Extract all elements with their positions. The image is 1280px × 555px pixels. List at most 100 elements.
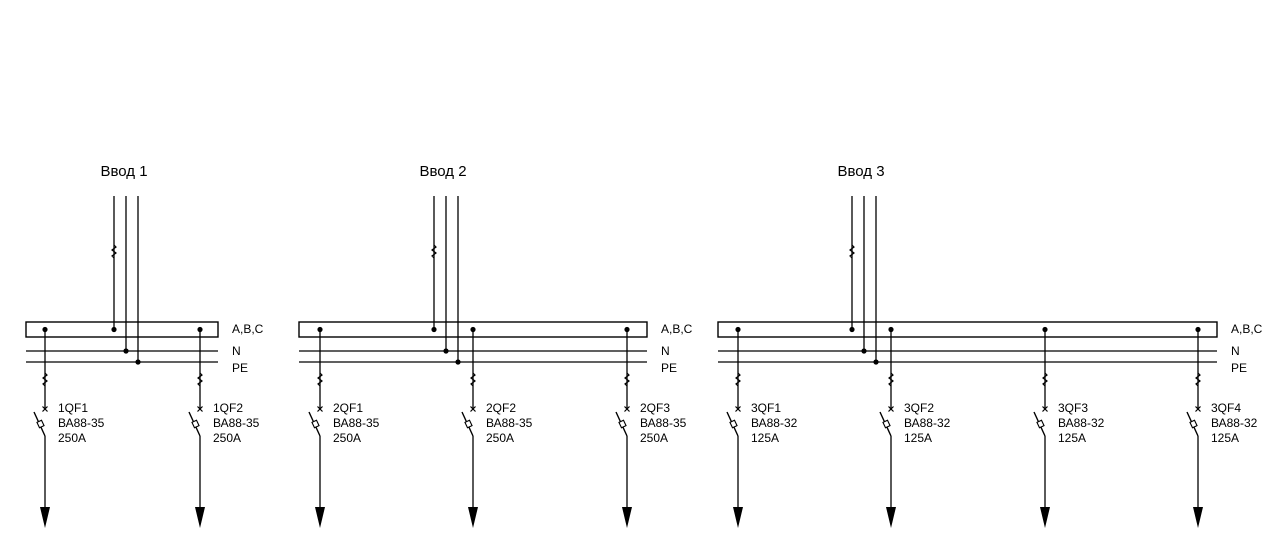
incomer-multiphase-mark xyxy=(431,244,437,259)
feeder-arrow-icon xyxy=(886,507,896,528)
breaker-release-icon xyxy=(1036,419,1045,429)
breaker-rating: 125A xyxy=(1058,431,1086,445)
breaker-contact-mark xyxy=(1042,406,1048,412)
feeder-arrow-icon xyxy=(622,507,632,528)
incomer-pe-connection xyxy=(455,359,461,365)
incomer-phase-connection xyxy=(111,326,117,333)
breaker-release-icon xyxy=(191,419,200,429)
breaker-release-icon xyxy=(36,419,45,429)
feeder-arrow-icon xyxy=(315,507,325,528)
breaker-release-icon xyxy=(464,419,473,429)
bus-label-phases: A,B,C xyxy=(1231,322,1263,336)
breaker-model: ВА88-35 xyxy=(486,416,533,430)
breaker-id: 2QF1 xyxy=(333,401,363,415)
incomer-phase-connection xyxy=(431,326,437,333)
feeder-multiphase-mark xyxy=(888,372,894,387)
breaker-rating: 250A xyxy=(486,431,514,445)
breaker-model: ВА88-35 xyxy=(213,416,260,430)
incomer-pe-connection xyxy=(873,359,879,365)
feeder-multiphase-mark xyxy=(470,372,476,387)
feeder-arrow-icon xyxy=(1040,507,1050,528)
breaker-rating: 250A xyxy=(213,431,241,445)
section-2: Ввод 2A,B,CNPE2QF1ВА88-35250A2QF2ВА88-35… xyxy=(298,163,693,528)
breaker-model: ВА88-32 xyxy=(1211,416,1258,430)
breaker-id: 3QF2 xyxy=(904,401,934,415)
section-3: Ввод 3A,B,CNPE3QF1ВА88-32125A3QF2ВА88-32… xyxy=(717,163,1263,528)
bus-label-pe: PE xyxy=(661,361,677,375)
breaker-model: ВА88-32 xyxy=(1058,416,1105,430)
section-title: Ввод 1 xyxy=(100,163,147,180)
breaker-contact-mark xyxy=(317,406,323,412)
breaker-release-icon xyxy=(618,419,627,429)
breaker-model: ВА88-32 xyxy=(904,416,951,430)
bus-label-n: N xyxy=(1231,344,1240,358)
section-title: Ввод 3 xyxy=(837,163,884,180)
breaker-model: ВА88-35 xyxy=(640,416,687,430)
breaker-model: ВА88-32 xyxy=(751,416,798,430)
breaker-rating: 250A xyxy=(640,431,668,445)
phase-busbar xyxy=(25,321,219,338)
incomer-neutral-connection xyxy=(861,348,867,354)
breaker-rating: 125A xyxy=(904,431,932,445)
feeder-arrow-icon xyxy=(733,507,743,528)
breaker-id: 3QF3 xyxy=(1058,401,1088,415)
section-1: Ввод 1A,B,CNPE1QF1ВА88-35250A1QF2ВА88-35… xyxy=(25,163,264,528)
feeder-multiphase-mark xyxy=(1195,372,1201,387)
phase-busbar xyxy=(717,321,1218,338)
breaker-contact-mark xyxy=(888,406,894,412)
breaker-contact-mark xyxy=(197,406,203,412)
breaker-contact-mark xyxy=(1195,406,1201,412)
incomer-multiphase-mark xyxy=(111,244,117,259)
feeder-multiphase-mark xyxy=(1042,372,1048,387)
breaker-id: 1QF2 xyxy=(213,401,243,415)
breaker-release-icon xyxy=(729,419,738,429)
breaker-contact-mark xyxy=(735,406,741,412)
bus-label-phases: A,B,C xyxy=(661,322,693,336)
breaker-rating: 125A xyxy=(1211,431,1239,445)
feeder-multiphase-mark xyxy=(624,372,630,387)
feeder-arrow-icon xyxy=(195,507,205,528)
feeder-arrow-icon xyxy=(40,507,50,528)
breaker-rating: 250A xyxy=(333,431,361,445)
incomer-pe-connection xyxy=(135,359,141,365)
breaker-release-icon xyxy=(882,419,891,429)
feeder-multiphase-mark xyxy=(197,372,203,387)
breaker-contact-mark xyxy=(624,406,630,412)
breaker-model: ВА88-35 xyxy=(58,416,105,430)
feeder-arrow-icon xyxy=(1193,507,1203,528)
breaker-id: 2QF2 xyxy=(486,401,516,415)
bus-label-pe: PE xyxy=(1231,361,1247,375)
breaker-id: 3QF1 xyxy=(751,401,781,415)
breaker-rating: 250A xyxy=(58,431,86,445)
breaker-rating: 125A xyxy=(751,431,779,445)
feeder-multiphase-mark xyxy=(42,372,48,387)
bus-label-n: N xyxy=(661,344,670,358)
bus-label-n: N xyxy=(232,344,241,358)
feeder-multiphase-mark xyxy=(317,372,323,387)
incomer-phase-connection xyxy=(849,326,855,333)
incomer-neutral-connection xyxy=(123,348,129,354)
breaker-release-icon xyxy=(1189,419,1198,429)
breaker-release-icon xyxy=(311,419,320,429)
bus-label-phases: A,B,C xyxy=(232,322,264,336)
breaker-id: 3QF4 xyxy=(1211,401,1241,415)
breaker-model: ВА88-35 xyxy=(333,416,380,430)
breaker-contact-mark xyxy=(42,406,48,412)
section-title: Ввод 2 xyxy=(419,163,466,180)
breaker-id: 1QF1 xyxy=(58,401,88,415)
incomer-neutral-connection xyxy=(443,348,449,354)
incomer-multiphase-mark xyxy=(849,244,855,259)
feeder-arrow-icon xyxy=(468,507,478,528)
breaker-id: 2QF3 xyxy=(640,401,670,415)
